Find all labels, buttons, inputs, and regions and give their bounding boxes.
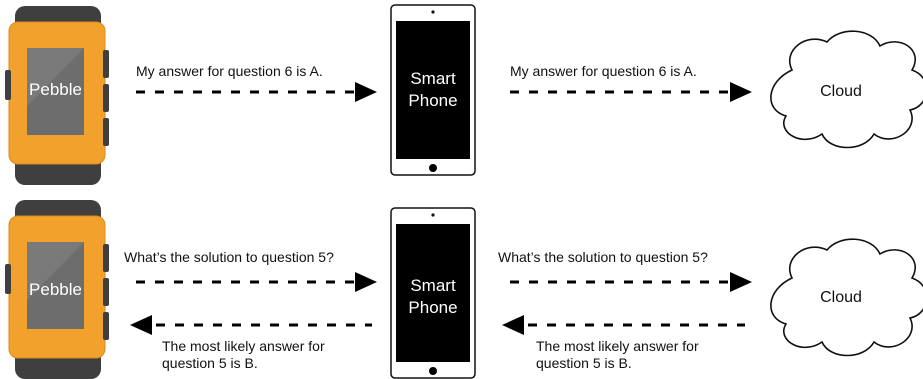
message-watch-to-phone: My answer for question 6 is A. xyxy=(136,63,323,79)
arrow-left-icon xyxy=(130,315,152,335)
message-watch-to-phone: What’s the solution to question 5? xyxy=(124,249,334,265)
arrow-right-icon xyxy=(730,82,752,102)
message-phone-to-cloud: My answer for question 6 is A. xyxy=(510,63,697,79)
cloud-label: Cloud xyxy=(820,83,862,100)
arrow-left-icon xyxy=(502,315,524,335)
watch-label: Pebble xyxy=(29,280,82,299)
phone-label-line2: Phone xyxy=(408,298,458,317)
phone-label-line1: Smart xyxy=(410,276,456,295)
message-phone-to-cloud: What’s the solution to question 5? xyxy=(498,249,708,265)
message-phone-to-watch: The most likely answer for question 5 is… xyxy=(162,338,325,372)
watch-label: Pebble xyxy=(29,80,82,99)
message-cloud-to-phone: The most likely answer for question 5 is… xyxy=(536,338,699,372)
message-line: question 5 is B. xyxy=(162,355,258,371)
arrow-right-icon xyxy=(355,272,377,292)
cloud-label: Cloud xyxy=(820,289,862,306)
phone-label: Smart Phone xyxy=(396,68,470,112)
arrow-right-icon xyxy=(355,82,377,102)
arrow-right-icon xyxy=(730,272,752,292)
phone-label: Smart Phone xyxy=(396,275,470,319)
message-line: The most likely answer for xyxy=(162,338,325,354)
message-line: The most likely answer for xyxy=(536,338,699,354)
message-line: question 5 is B. xyxy=(536,355,632,371)
phone-label-line1: Smart xyxy=(410,69,456,88)
phone-label-line2: Phone xyxy=(408,91,458,110)
